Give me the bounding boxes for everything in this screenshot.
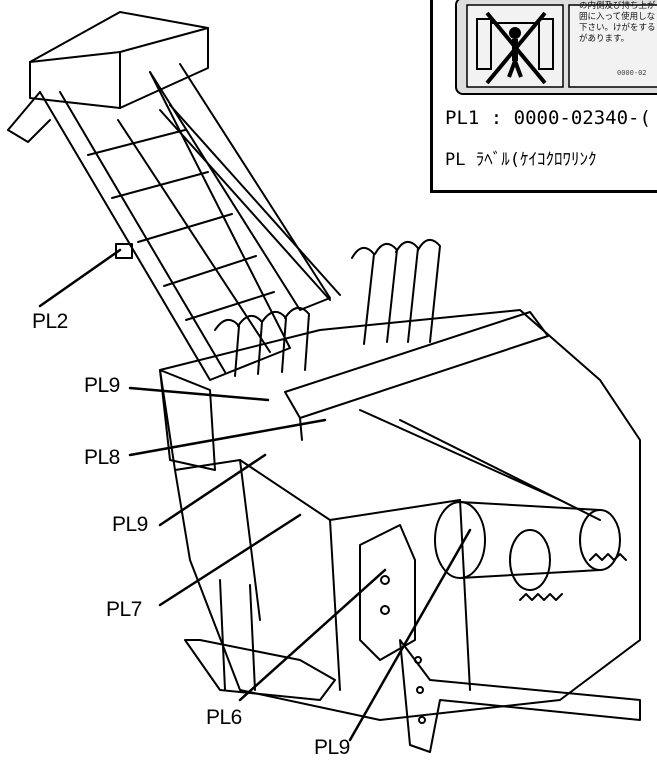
callout-pl9-a: PL9 (84, 374, 120, 397)
left-skid (184, 639, 336, 701)
leader-pl9-b (158, 453, 267, 527)
leader-pl9-c (348, 528, 472, 742)
conveyor-frame (39, 71, 291, 381)
side-plate (359, 524, 416, 661)
safety-label-box: の内側及び持ち上が 囲に入って使用しな 下さい。けがをする があります。 000… (430, 0, 657, 193)
chassis (159, 309, 641, 721)
leader-pl8 (128, 418, 327, 457)
callout-pl9-c: PL9 (314, 736, 350, 759)
part-name: PL ﾗﾍﾞﾙ(ｹｲｺｸﾛﾜﾘﾝｸ (445, 150, 597, 170)
right-skid (399, 639, 641, 753)
leader-pl9-a (128, 386, 270, 402)
leader-pl6 (238, 568, 387, 702)
callout-pl9-b: PL9 (112, 513, 148, 536)
warning-pictogram (466, 4, 657, 88)
part-number: PL1 : 0000-02340-( (445, 107, 651, 129)
callout-pl6: PL6 (206, 706, 242, 729)
callout-pl7: PL7 (106, 598, 142, 621)
leader-pl2 (38, 248, 122, 308)
safety-label-artwork: の内側及び持ち上が 囲に入って使用しな 下さい。けがをする があります。 000… (455, 0, 657, 95)
callout-pl2: PL2 (32, 310, 68, 333)
cross-beam (284, 311, 549, 419)
leader-pl7 (158, 513, 302, 607)
safety-label-code: 0000-02 (617, 69, 647, 77)
safety-label-warning-text: の内側及び持ち上が 囲に入って使用しな 下さい。けがをする があります。 (579, 1, 656, 44)
callout-pl8: PL8 (84, 446, 120, 469)
hopper (29, 11, 209, 109)
